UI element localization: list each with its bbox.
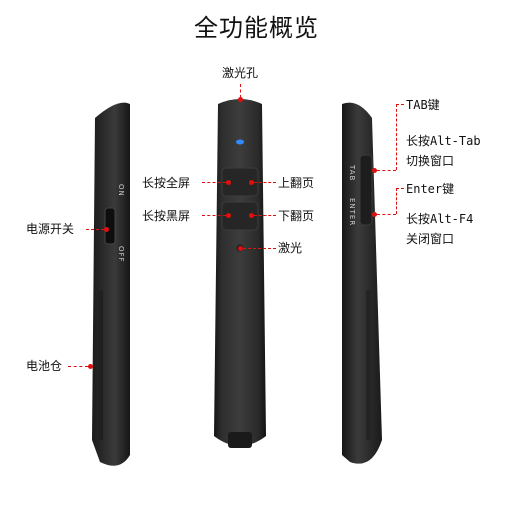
callout-line-blackscreen <box>202 215 226 216</box>
label-close-window: 关闭窗口 <box>406 232 455 246</box>
callout-line-tab <box>377 170 396 171</box>
label-laser-hole: 激光孔 <box>222 66 259 80</box>
off-print: OFF <box>117 246 125 263</box>
callout-dot-fullscreen <box>226 180 231 185</box>
bracket-enter <box>396 188 397 214</box>
callout-line-fullscreen <box>202 182 226 183</box>
bracket-tab-top <box>396 104 404 105</box>
callout-line-laser <box>243 248 276 249</box>
callout-dot-tab <box>372 168 377 173</box>
label-enter-key: Enter键 <box>406 182 455 196</box>
label-blackscreen: 长按黑屏 <box>142 209 191 223</box>
callout-dot-power-switch <box>104 227 109 232</box>
bracket-tab <box>396 104 397 170</box>
callout-line-power-switch <box>86 229 104 230</box>
callout-dot-enter <box>372 212 377 217</box>
callout-dot-laser <box>238 246 243 251</box>
label-fullscreen: 长按全屏 <box>142 176 191 190</box>
callout-dot-blackscreen <box>226 213 231 218</box>
callout-line-enter <box>377 214 396 215</box>
callout-dot-page-up <box>249 180 254 185</box>
on-print: ON <box>117 184 125 197</box>
label-page-down: 下翻页 <box>278 209 315 223</box>
bracket-enter-top <box>396 188 404 189</box>
callout-line-laser-hole <box>240 84 241 98</box>
callout-dot-laser-hole <box>238 97 243 102</box>
callout-dot-page-down <box>249 213 254 218</box>
label-switch-window: 切换窗口 <box>406 154 455 168</box>
callout-line-battery <box>68 366 88 367</box>
callout-line-page-up <box>254 182 276 183</box>
label-alt-f4: 长按Alt-F4 <box>406 212 474 226</box>
label-tab-key: TAB键 <box>406 98 440 112</box>
tab-print: TAB <box>348 165 356 182</box>
enter-print: ENTER <box>348 198 356 227</box>
label-power-switch: 电源开关 <box>26 222 75 236</box>
label-laser: 激光 <box>278 241 303 255</box>
callout-dot-battery <box>88 364 93 369</box>
callout-line-page-down <box>254 215 276 216</box>
label-page-up: 上翻页 <box>278 176 315 190</box>
page-title: 全功能概览 <box>194 14 319 42</box>
label-battery: 电池仓 <box>26 359 63 373</box>
label-alt-tab: 长按Alt-Tab <box>406 134 481 148</box>
